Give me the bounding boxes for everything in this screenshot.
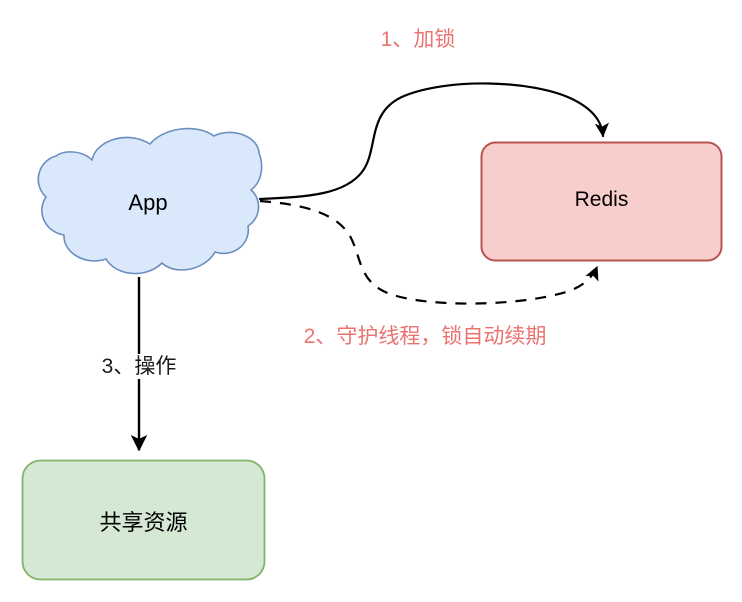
edge-lock-label: 1、加锁 bbox=[380, 28, 456, 51]
edge-operate-label: 3、操作 bbox=[64, 354, 214, 380]
node-app-cloud[interactable] bbox=[37, 127, 263, 275]
node-redis-box[interactable] bbox=[480, 141, 723, 262]
node-shared-resource-box[interactable] bbox=[21, 459, 266, 581]
edge-watchdog-label: 2、守护线程，锁自动续期 bbox=[303, 325, 547, 348]
edge-lock-path[interactable] bbox=[258, 82, 609, 201]
